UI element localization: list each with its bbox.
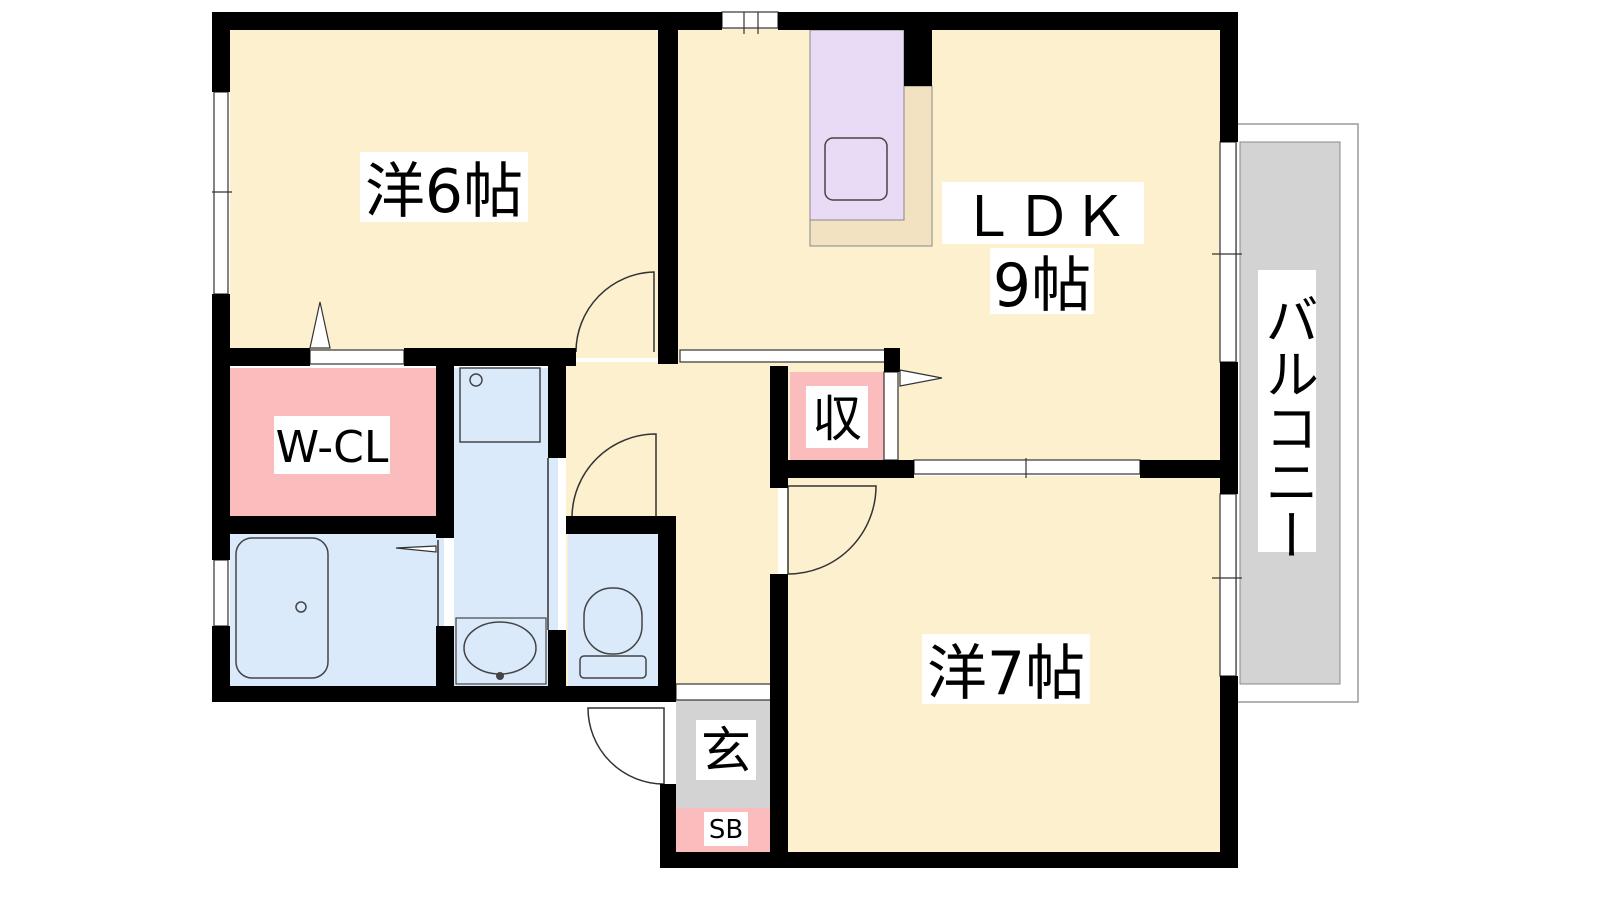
- wall-western-7-top-b: [1140, 460, 1230, 478]
- drain-icon: [295, 601, 307, 613]
- door-western-7: [787, 485, 877, 575]
- door-western-6: [575, 271, 655, 353]
- wall-washroom-right: [548, 362, 566, 458]
- toilet-tank-icon: [579, 655, 647, 679]
- sliding-door-ldk-western-7: [913, 459, 1141, 475]
- wall-left-c: [212, 626, 230, 702]
- wall-top-right: [778, 12, 1238, 30]
- room-label-sb: SB: [709, 815, 743, 845]
- label-bg-entrance: [696, 720, 756, 780]
- sliding-door-storage: [883, 371, 899, 461]
- windows: [213, 11, 1237, 701]
- label-backgrounds: [274, 152, 1316, 846]
- window-ticks: [212, 12, 1242, 579]
- arrow-bath-icon: [395, 545, 437, 553]
- wall-storage-left: [770, 366, 788, 486]
- wall-closet-bottom: [230, 516, 444, 534]
- wall-western-7-left: [770, 574, 788, 868]
- label-bg-wcl: [274, 416, 390, 474]
- room-label-western-6: 洋6帖: [365, 157, 523, 227]
- entrance-step: [675, 683, 777, 701]
- faucet-icon: [496, 672, 504, 680]
- sliding-door-closet: [309, 349, 405, 365]
- label-bg-balcony: [1258, 270, 1316, 552]
- label-bg-sb: [704, 812, 748, 846]
- wall-entrance-left: [660, 784, 676, 868]
- room-label-storage: 収: [812, 390, 862, 448]
- room-label-ldk-size: 9帖: [993, 251, 1091, 321]
- room-label-entrance: 玄: [701, 722, 751, 780]
- wall-hall-left: [770, 478, 788, 488]
- wall-closet-top-a: [230, 348, 310, 366]
- washer-drain-icon: [469, 373, 483, 387]
- wall-toilet-right: [658, 516, 676, 702]
- label-bg-ldk-size: [990, 248, 1094, 314]
- wall-right-bottom: [1220, 676, 1238, 868]
- label-bg-storage: [806, 386, 868, 448]
- wall-left-a: [212, 12, 230, 92]
- wall-toilet-top: [566, 516, 658, 534]
- sliding-door-ldk-hall: [679, 349, 891, 363]
- washing-machine-icon: [459, 367, 541, 443]
- label-bg-ldk: [942, 182, 1144, 244]
- stove-icon: [824, 137, 888, 201]
- wall-bath-right: [436, 626, 454, 692]
- arrow-storage-icon: [899, 369, 943, 387]
- wall-western-7-top-a: [770, 460, 914, 478]
- door-front: [587, 707, 665, 785]
- wall-storage-top: [884, 348, 900, 372]
- window-ldk-balcony: [1219, 141, 1237, 363]
- door-toilet: [571, 433, 657, 519]
- door-swings: [437, 271, 877, 785]
- window-western-7-balcony: [1219, 493, 1237, 677]
- label-bg-western-7: [922, 634, 1090, 704]
- bathtub-icon: [235, 537, 329, 679]
- room-label-western-7: 洋7帖: [927, 639, 1085, 709]
- walls: [212, 12, 1238, 868]
- wall-top-left: [212, 12, 722, 30]
- wall-closet-right: [436, 348, 454, 538]
- wall-center-vertical: [658, 28, 678, 364]
- wall-right-top: [1220, 12, 1238, 142]
- label-bg-western-6: [360, 152, 528, 222]
- room-label-balcony: バルコニー: [1256, 292, 1319, 562]
- arrow-markers: [309, 301, 943, 553]
- toilet-icon: [583, 587, 643, 655]
- arrow-closet-icon: [309, 301, 331, 349]
- wall-washroom-right-b: [548, 630, 566, 692]
- room-label-wcl: W-CL: [276, 422, 389, 473]
- window-western-6-side: [213, 91, 229, 295]
- room-label-ldk: ＬＤＫ: [960, 185, 1128, 250]
- wall-bottom-right: [660, 852, 1238, 868]
- window-bathroom: [213, 559, 229, 627]
- window-top: [721, 11, 779, 29]
- wall-kitchen-stub: [904, 28, 932, 86]
- wall-left-b: [212, 294, 230, 560]
